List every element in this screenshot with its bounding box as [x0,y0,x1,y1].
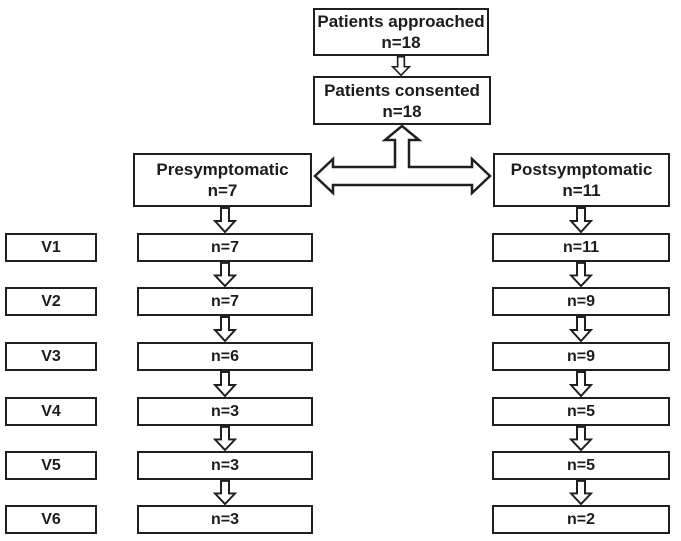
down-arrow-icon [213,316,237,342]
box-n-value: n=11 [562,181,601,200]
box-postsymptomatic: Postsymptomatic n=11 [493,153,670,207]
down-arrow-icon [569,371,593,397]
box-label: Patients consented [324,80,480,100]
visit-label: V3 [41,347,61,365]
down-arrow-icon [569,262,593,287]
n-value: n=9 [566,347,595,365]
visit-label-box-v3: V3 [5,342,97,371]
n-value: n=3 [210,456,239,474]
down-arrow-icon [213,371,237,397]
branch-arrow-icon [313,124,492,196]
box-presymptomatic: Presymptomatic n=7 [133,153,312,207]
n-value: n=3 [210,402,239,420]
visit-label: V4 [41,402,61,420]
box-label: Patients approached [317,12,485,31]
down-arrow-icon [569,207,593,233]
visit-label-box-v2: V2 [5,287,97,316]
down-arrow-icon [569,426,593,451]
down-arrow-icon [213,480,237,505]
post-visit-count-v5: n=5 [492,451,670,480]
visit-label-box-v6: V6 [5,505,97,534]
box-patients-approached: Patients approached n=18 [313,8,489,56]
pre-visit-count-v5: n=3 [137,451,313,480]
n-value: n=3 [210,510,239,528]
post-visit-count-v3: n=9 [492,342,670,371]
box-n-value: n=18 [382,101,422,121]
down-arrow-icon [213,207,237,233]
box-n-value: n=18 [381,33,421,52]
n-value: n=7 [210,292,239,310]
visit-label-box-v4: V4 [5,397,97,426]
n-value: n=7 [210,238,239,256]
pre-visit-count-v6: n=3 [137,505,313,534]
post-visit-count-v6: n=2 [492,505,670,534]
n-value: n=2 [566,510,595,528]
n-value: n=5 [566,456,595,474]
down-arrow-icon [213,262,237,287]
down-arrow-icon [213,426,237,451]
visit-label-box-v5: V5 [5,451,97,480]
box-label: Postsymptomatic [510,160,653,179]
visit-label: V5 [41,456,61,474]
pre-visit-count-v3: n=6 [137,342,313,371]
n-value: n=9 [566,292,595,310]
visit-label: V2 [41,292,61,310]
pre-visit-count-v4: n=3 [137,397,313,426]
down-arrow-icon [569,480,593,505]
pre-visit-count-v1: n=7 [137,233,313,262]
visit-label: V1 [41,238,61,256]
box-n-value: n=7 [207,181,238,200]
post-visit-count-v4: n=5 [492,397,670,426]
n-value: n=6 [210,347,239,365]
pre-visit-count-v2: n=7 [137,287,313,316]
box-label: Presymptomatic [156,160,289,179]
post-visit-count-v2: n=9 [492,287,670,316]
n-value: n=11 [562,238,600,256]
post-visit-count-v1: n=11 [492,233,670,262]
down-arrow-icon [569,316,593,342]
box-patients-consented: Patients consented n=18 [313,76,491,125]
visit-label: V6 [41,510,61,528]
n-value: n=5 [566,402,595,420]
visit-label-box-v1: V1 [5,233,97,262]
down-arrow-icon [391,56,411,76]
